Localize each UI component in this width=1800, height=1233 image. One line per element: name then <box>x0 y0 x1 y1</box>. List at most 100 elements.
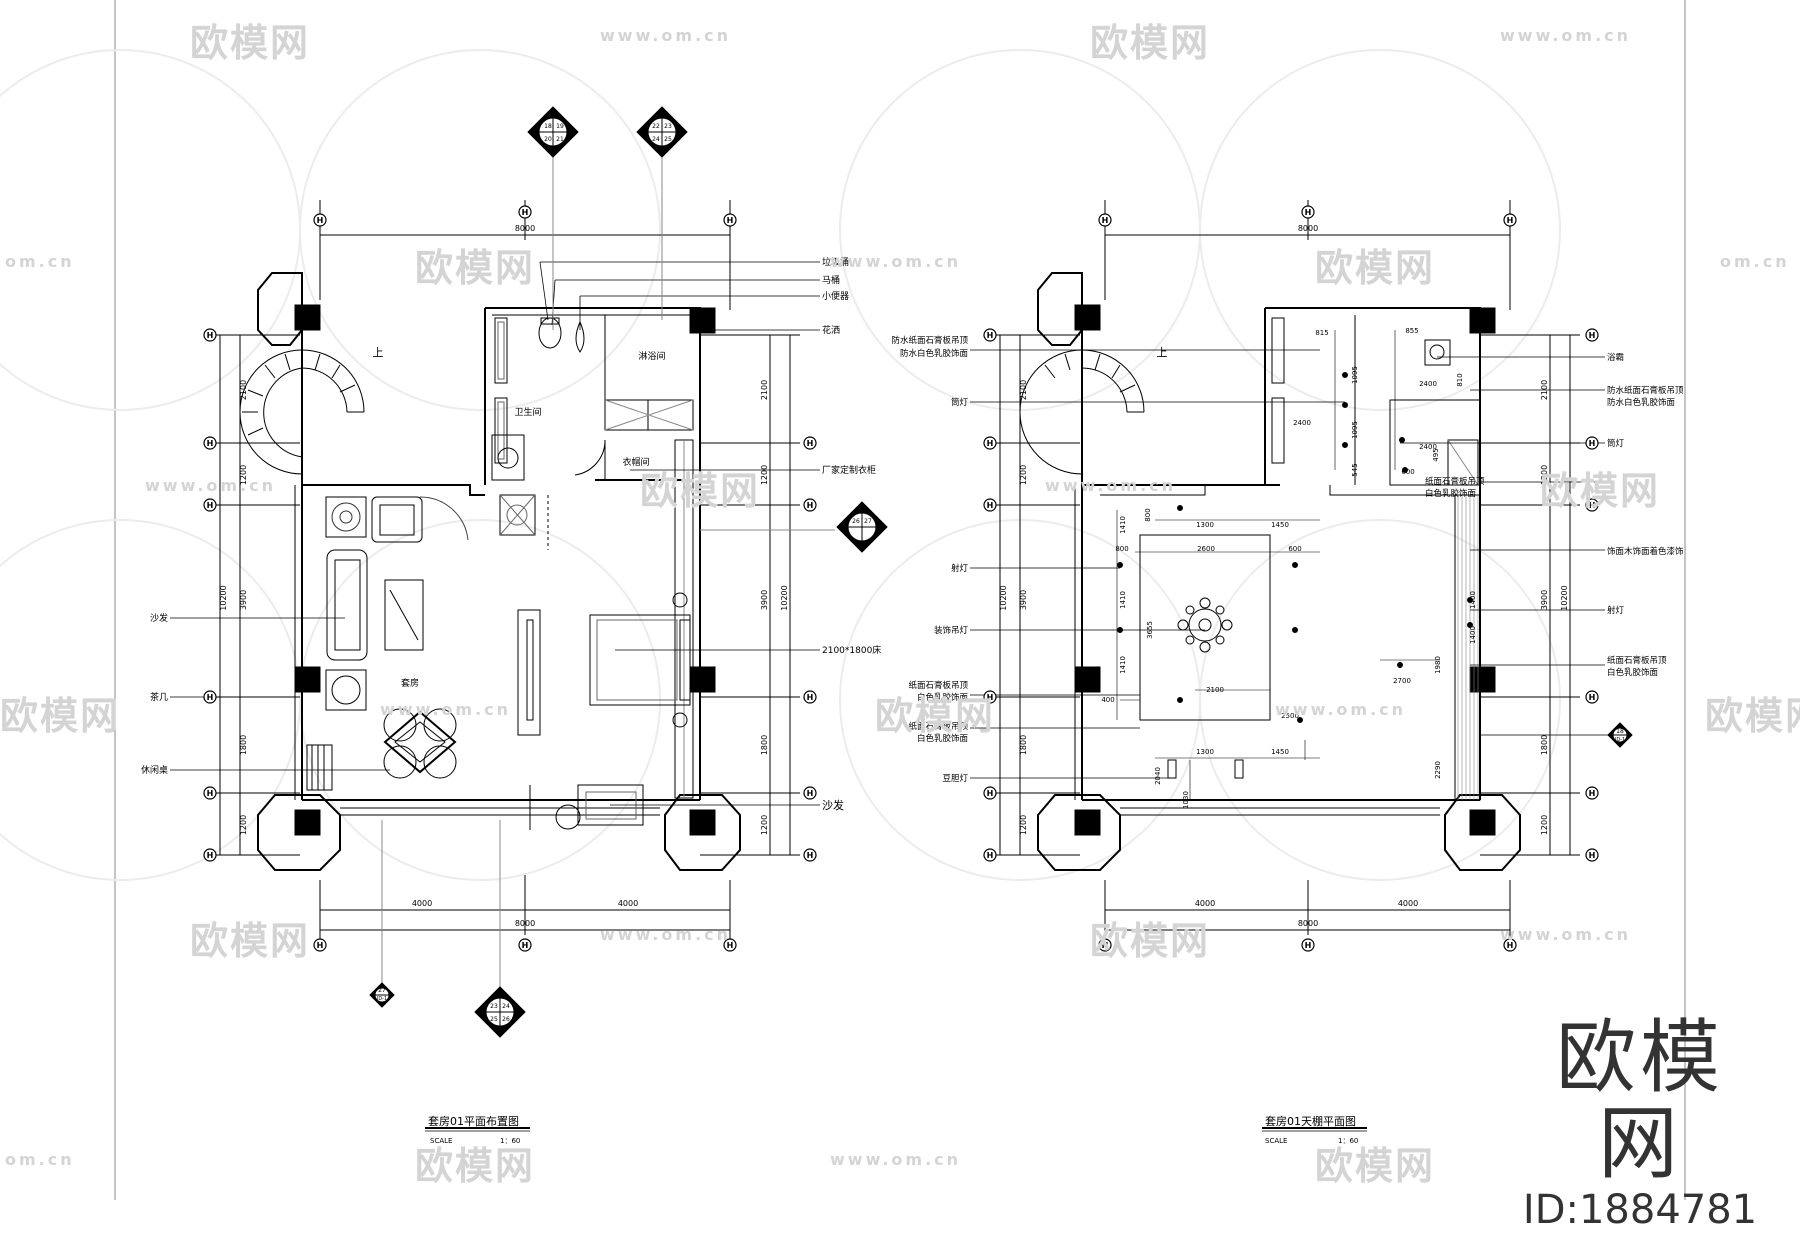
elevation-symbol-labels: 18 19 20 21 22 23 24 25 26 27 23 24 25 2… <box>377 123 1625 1023</box>
grid-marker: H <box>807 501 814 510</box>
right-interior-dims: 815 855 1095 810 1095 2400 2400 2400 545… <box>1101 327 1477 809</box>
grid-marker-labels: H H H H H H H H H H H H H H H H H H H H … <box>207 208 1596 950</box>
callout: 垃圾桶 <box>822 256 849 268</box>
grid-marker: H <box>987 789 994 798</box>
callout: 装饰吊灯 <box>934 625 969 636</box>
dim: 1800 <box>1019 735 1028 755</box>
callout: 射灯 <box>951 563 969 574</box>
callout: 筒灯 <box>951 397 969 408</box>
dim: 8000 <box>1298 224 1318 233</box>
dim: 2100 <box>239 380 248 400</box>
grid-marker: H <box>1589 439 1596 448</box>
grid-marker: H <box>1102 216 1109 225</box>
grid-marker: H <box>522 208 529 217</box>
dim: 10200 <box>219 585 228 610</box>
left-callouts: 垃圾桶 马桶 小便器 花洒 厂家定制衣柜 2100*1800床 沙发 沙发 茶几… <box>141 256 881 812</box>
elev-num: 27 <box>378 987 386 994</box>
dim: 4000 <box>618 899 638 908</box>
dim: 2100 <box>1019 380 1028 400</box>
callout: 防水白色乳胶饰面 <box>900 348 969 359</box>
callout: 白色乳胶饰面 <box>1607 667 1659 678</box>
elev-num: 24 <box>502 1003 510 1010</box>
callout: 浴霸 <box>1607 352 1624 363</box>
callout: 纸面石膏板吊顶 <box>908 721 968 732</box>
grid-marker: H <box>207 439 214 448</box>
elev-sheet: ID-1 <box>1615 737 1625 743</box>
drawing-sheet: H H H H H H H H H H H H H H H H H H H H … <box>0 0 1686 1200</box>
dim: 1200 <box>1540 815 1549 835</box>
dim: 1800 <box>760 735 769 755</box>
dim: 1400 <box>1469 591 1477 609</box>
dim: 1410 <box>1119 656 1127 674</box>
grid-marker: H <box>1589 501 1596 510</box>
room-label-bath: 卫生间 <box>514 406 541 418</box>
elev-num: 26 <box>502 1016 510 1023</box>
grid-marker: H <box>807 693 814 702</box>
callout: 休闲桌 <box>141 764 168 776</box>
grid-marker: H <box>987 331 994 340</box>
grid-marker: H <box>1305 941 1312 950</box>
grid-marker: H <box>987 439 994 448</box>
left-room-labels: 卫生间 淋浴间 衣帽间 套房 上 <box>373 346 666 689</box>
callout: 厂家定制衣柜 <box>822 464 876 476</box>
elev-num: 24 <box>652 136 660 143</box>
elev-num: 18 <box>544 123 552 130</box>
dim: 1200 <box>239 465 248 485</box>
dim: 815 <box>1315 329 1328 337</box>
dim: 1400 <box>1469 626 1477 644</box>
dim: 10200 <box>1560 585 1569 610</box>
callout: 花洒 <box>822 324 840 336</box>
grid-marker: H <box>1305 208 1312 217</box>
left-dimension-labels: 8000 4000 4000 8000 2100 1200 3900 1800 … <box>219 224 789 928</box>
dim: 1980 <box>1434 656 1442 674</box>
grid-marker: H <box>807 789 814 798</box>
dim: 1200 <box>1540 465 1549 485</box>
grid-marker: H <box>807 439 814 448</box>
dim: 10200 <box>780 585 789 610</box>
grid-marker: H <box>1507 216 1514 225</box>
dim: 1410 <box>1119 516 1127 534</box>
dim: 3900 <box>1540 590 1549 610</box>
dim: 1200 <box>1019 815 1028 835</box>
callout: 筒灯 <box>1607 438 1625 449</box>
callout: 小便器 <box>822 290 849 302</box>
grid-marker: H <box>727 941 734 950</box>
callout: 防水白色乳胶饰面 <box>1607 397 1676 408</box>
right-scale-label: SCALE <box>1265 1137 1287 1145</box>
elev-num: 27 <box>864 518 872 525</box>
dim: 1095 <box>1351 421 1359 439</box>
room-label-suite: 套房 <box>401 677 419 689</box>
elev-num: 26 <box>852 518 860 525</box>
left-floor-plan <box>170 152 835 990</box>
dim: 1450 <box>1271 521 1289 529</box>
callout: 马桶 <box>822 274 840 286</box>
elev-num: 22 <box>652 123 660 130</box>
dim: 8000 <box>515 919 535 928</box>
dim: 3655 <box>1146 621 1154 639</box>
right-ceiling-plan <box>970 200 1630 945</box>
grid-marker: H <box>207 851 214 860</box>
grid-marker: H <box>207 331 214 340</box>
grid-marker: H <box>317 941 324 950</box>
grid-marker: H <box>522 941 529 950</box>
grid-axis-markers <box>203 205 1599 952</box>
dim: 4000 <box>1195 899 1215 908</box>
brand-id: ID:1884781 <box>1522 1187 1758 1233</box>
grid-marker: H <box>1102 941 1109 950</box>
dim: 3900 <box>239 590 248 610</box>
grid-marker: H <box>987 851 994 860</box>
room-label-closet: 衣帽间 <box>622 456 649 468</box>
callout: 豆胆灯 <box>942 773 968 784</box>
grid-marker: H <box>207 789 214 798</box>
dim: 800 <box>1144 508 1152 521</box>
dim: 2500 <box>1281 712 1299 720</box>
dim: 8000 <box>515 224 535 233</box>
dim: 10200 <box>999 585 1008 610</box>
callout: 饰面木饰面着色漆饰 <box>1607 546 1684 557</box>
callout: 射灯 <box>1607 605 1625 616</box>
elev-num: 25 <box>664 136 672 143</box>
callout: 沙发 <box>822 798 844 812</box>
elev-num: 23 <box>664 123 672 130</box>
grid-marker: H <box>987 693 994 702</box>
dim: 2400 <box>1293 419 1311 427</box>
